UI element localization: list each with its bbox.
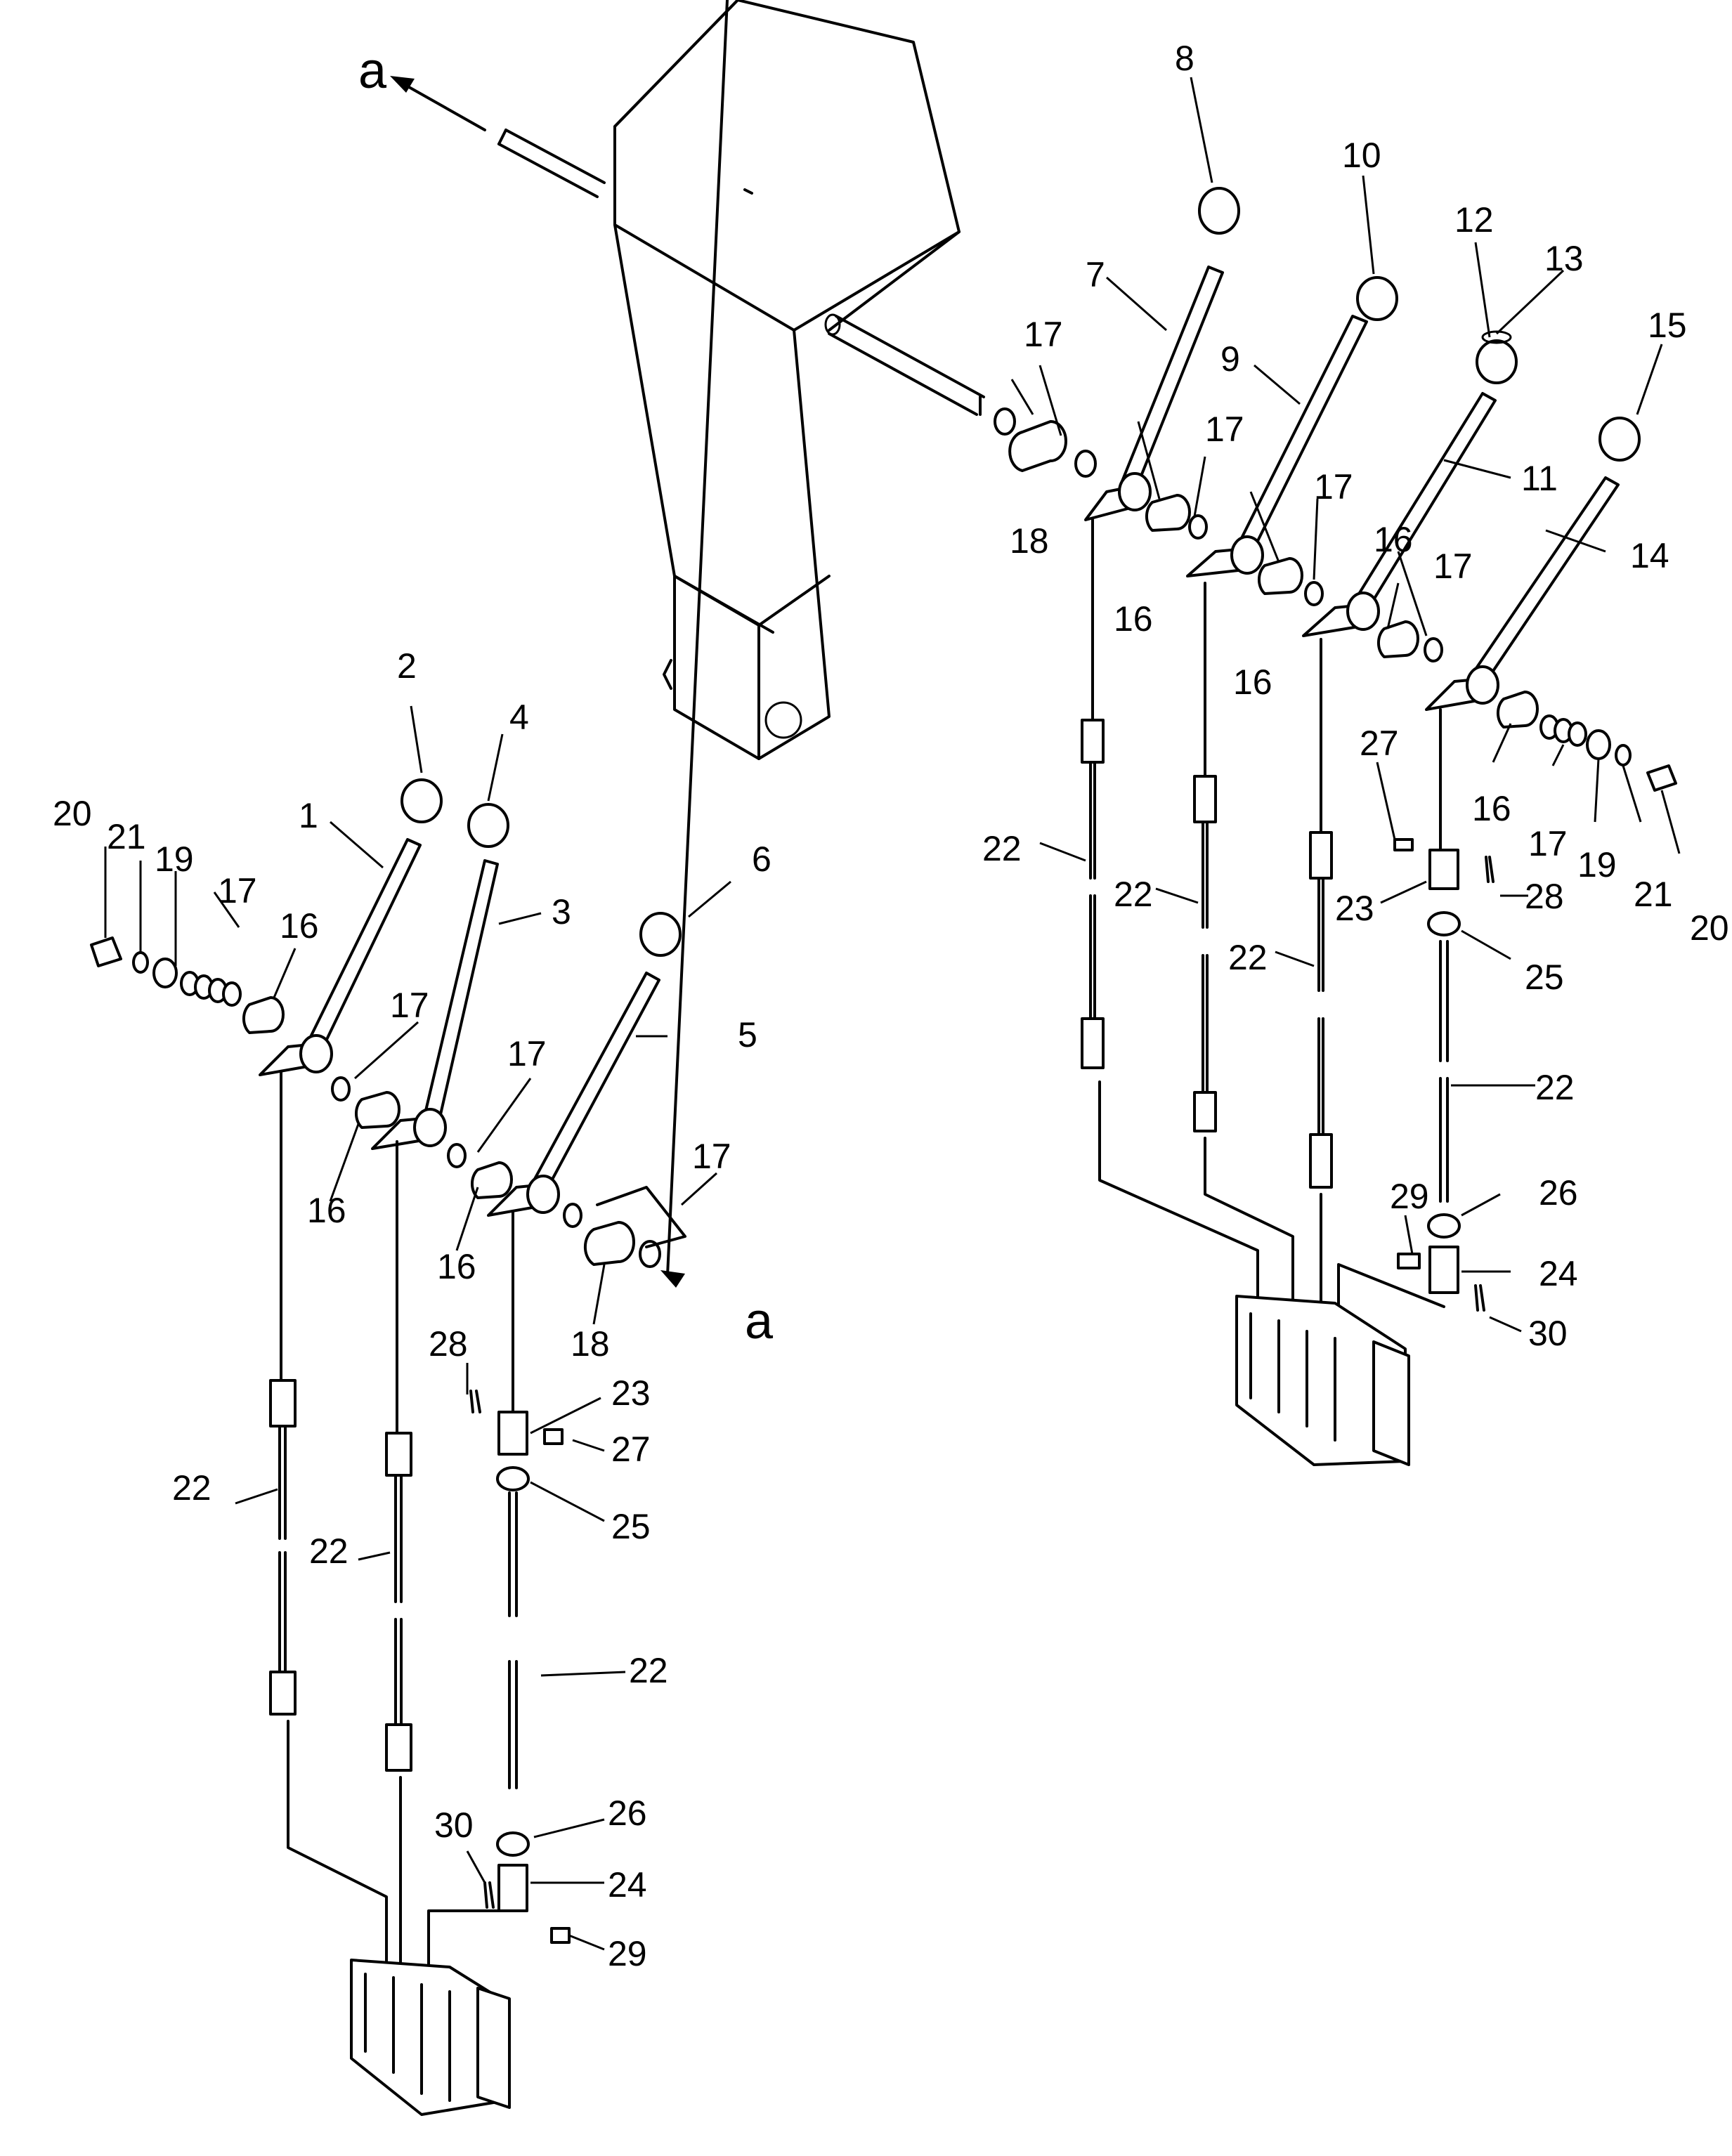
callout-30-a: 30 [1528,1314,1568,1353]
callout-22-a: 22 [982,829,1022,868]
callout-labels: 8 7 17 18 10 9 12 13 11 15 14 17 17 17 1… [53,39,1729,1973]
connector-label-top: a [358,43,387,99]
callout-8: 8 [1175,39,1194,78]
callout-23-a: 23 [1335,889,1374,928]
callout-18-b: 18 [571,1324,610,1364]
callout-5: 5 [738,1015,757,1054]
callout-26-a: 26 [1539,1173,1578,1213]
callout-16-a: 16 [1374,520,1413,559]
callout-16-e: 16 [280,906,319,946]
callout-17-f: 17 [218,871,257,910]
callout-13: 13 [1544,239,1584,278]
callout-17-e: 17 [1528,824,1568,863]
callout-27-b: 27 [611,1430,651,1469]
callout-16-d: 16 [1472,789,1511,828]
callout-22-e: 22 [172,1468,211,1508]
callout-23-b: 23 [611,1373,651,1413]
leader-lines [104,77,1681,1951]
callout-19-b: 19 [155,839,194,879]
callout-11: 11 [1521,459,1558,498]
callout-20-a: 20 [1690,908,1729,948]
callout-21-b: 21 [107,817,146,856]
connector-arrow-bottom: a [660,0,774,1350]
callout-17-c: 17 [1314,467,1353,507]
callout-29-a: 29 [1390,1177,1429,1216]
callout-30-b: 30 [434,1805,474,1845]
callout-27-a: 27 [1360,724,1399,763]
callout-18-a: 18 [1010,521,1049,561]
callout-24-a: 24 [1539,1254,1578,1293]
callout-12: 12 [1454,200,1494,240]
callout-4: 4 [509,698,529,737]
callout-26-b: 26 [608,1794,647,1833]
callout-2: 2 [397,646,417,686]
callout-10: 10 [1342,136,1381,175]
callout-17-g: 17 [390,986,429,1025]
callout-16-b: 16 [1114,599,1153,639]
callout-15: 15 [1648,306,1687,345]
callout-16-g: 16 [437,1247,476,1286]
callout-17-i: 17 [692,1137,731,1176]
callout-17-a: 17 [1024,315,1063,354]
callout-28-a: 28 [1525,877,1564,916]
right-lever-assembly [994,187,1677,1466]
callout-19-a: 19 [1577,845,1617,884]
callout-7: 7 [1086,255,1105,294]
callout-22-d: 22 [1535,1068,1575,1107]
callout-20-b: 20 [53,794,92,833]
connector-arrow-top: a [358,43,486,131]
callout-22-g: 22 [629,1651,668,1690]
callout-24-b: 24 [608,1865,647,1905]
callout-16-f: 16 [307,1191,346,1230]
left-lever-assembly [90,778,686,2116]
callout-1: 1 [299,796,318,835]
callout-17-d: 17 [1433,547,1473,586]
connector-label-bottom: a [745,1293,774,1350]
callout-22-c: 22 [1228,938,1268,977]
callout-25-b: 25 [611,1507,651,1546]
callout-3: 3 [552,892,571,932]
callout-16-c: 16 [1233,662,1272,702]
callout-17-b: 17 [1205,410,1244,449]
callout-22-f: 22 [309,1531,349,1571]
callout-29-b: 29 [608,1934,647,1973]
control-console-housing [497,0,985,760]
callout-28-b: 28 [429,1324,468,1364]
callout-22-b: 22 [1114,875,1153,914]
callout-6: 6 [752,839,771,879]
callout-21-a: 21 [1634,875,1673,914]
callout-9: 9 [1220,339,1240,379]
callout-17-h: 17 [507,1034,547,1073]
callout-25-a: 25 [1525,958,1564,997]
callout-14: 14 [1630,536,1669,575]
